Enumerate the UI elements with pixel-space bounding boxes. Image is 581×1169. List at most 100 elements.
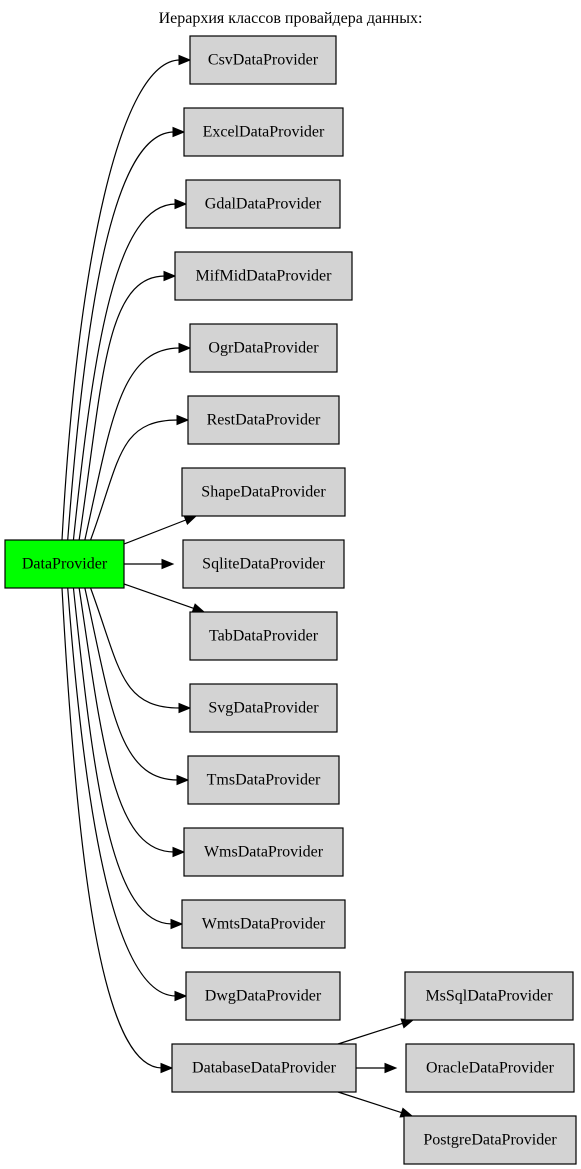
node-label: TmsDataProvider (207, 772, 321, 789)
edge-line (90, 419, 179, 541)
arrowhead (161, 558, 175, 570)
arrowhead (176, 414, 190, 426)
node-sqlite-data-provider: SqliteDataProvider (182, 539, 345, 589)
node-box (171, 1043, 357, 1093)
node-label: SvgDataProvider (208, 700, 319, 717)
node-box (403, 1115, 577, 1165)
node-label: WmsDataProvider (204, 844, 324, 861)
arrowhead (176, 774, 190, 786)
edge-data-provider-to-wms-data-provider (78, 587, 186, 858)
node-box (189, 323, 338, 373)
node-box (181, 467, 346, 517)
node-label: GdalDataProvider (205, 196, 322, 213)
arrowhead (172, 846, 186, 858)
edge-database-data-provider-to-ms-sql-data-provider (337, 1018, 415, 1045)
node-dwg-data-provider: DwgDataProvider (185, 971, 341, 1021)
edge-line (78, 587, 175, 853)
node-box (185, 971, 341, 1021)
edge-line (337, 1022, 404, 1045)
node-label: OgrDataProvider (208, 340, 319, 357)
node-label: SqliteDataProvider (202, 556, 325, 573)
edge-data-provider-to-tms-data-provider (84, 587, 190, 786)
node-box (183, 827, 344, 877)
node-label: DataProvider (22, 556, 108, 573)
edge-data-provider-to-excel-data-provider (67, 126, 186, 541)
arrowhead (163, 270, 177, 282)
node-oracle-data-provider: OracleDataProvider (405, 1043, 575, 1093)
edge-line (72, 587, 173, 925)
edge-line (67, 587, 177, 997)
arrowhead (191, 603, 206, 614)
node-label: DwgDataProvider (205, 988, 322, 1005)
arrowhead (172, 126, 186, 138)
edge-line (72, 203, 177, 541)
nodes-layer: DataProvider CsvDataProviderExcelDataProv… (4, 35, 577, 1165)
edge-data-provider-to-rest-data-provider (90, 414, 190, 541)
arrowhead (183, 515, 198, 526)
edge-data-provider-to-sqlite-data-provider (124, 558, 175, 570)
edge-data-provider-to-ogr-data-provider (84, 342, 192, 541)
edge-line (67, 131, 175, 541)
node-label: RestDataProvider (207, 412, 321, 429)
node-ogr-data-provider: OgrDataProvider (189, 323, 338, 373)
node-label: MsSqlDataProvider (425, 988, 553, 1005)
edge-database-data-provider-to-postgre-data-provider (337, 1091, 414, 1118)
edge-data-provider-to-wmts-data-provider (72, 587, 184, 930)
node-box (174, 251, 353, 301)
node-gdal-data-provider: GdalDataProvider (185, 179, 341, 229)
node-tms-data-provider: TmsDataProvider (187, 755, 340, 805)
edge-data-provider-to-dwg-data-provider (67, 587, 188, 1002)
arrowhead (174, 198, 188, 210)
node-box (183, 107, 344, 157)
diagram-title: Иерархия классов провайдера данных: (158, 10, 423, 27)
edge-data-provider-to-database-data-provider (61, 587, 174, 1074)
edge-line (61, 587, 163, 1069)
node-shape-data-provider: ShapeDataProvider (181, 467, 346, 517)
arrowhead (170, 918, 184, 930)
node-box (187, 395, 340, 445)
edge-data-provider-to-gdal-data-provider (72, 198, 188, 541)
node-mif-mid-data-provider: MifMidDataProvider (174, 251, 353, 301)
edge-data-provider-to-svg-data-provider (90, 587, 192, 714)
edge-line (123, 519, 187, 545)
edge-line (337, 1091, 403, 1114)
node-box (185, 179, 341, 229)
node-postgre-data-provider: PostgreDataProvider (403, 1115, 577, 1165)
node-wms-data-provider: WmsDataProvider (183, 827, 344, 877)
node-box (189, 35, 337, 85)
arrowhead (178, 342, 192, 354)
edge-data-provider-to-mif-mid-data-provider (78, 270, 177, 541)
edge-line (84, 347, 181, 541)
node-box (4, 539, 125, 589)
node-ms-sql-data-provider: MsSqlDataProvider (404, 971, 574, 1021)
node-csv-data-provider: CsvDataProvider (189, 35, 337, 85)
node-label: PostgreDataProvider (423, 1132, 557, 1149)
node-tab-data-provider: TabDataProvider (189, 611, 338, 661)
edge-data-provider-to-csv-data-provider (61, 54, 192, 541)
edge-line (90, 587, 181, 709)
node-label: DatabaseDataProvider (192, 1060, 337, 1077)
node-label: OracleDataProvider (426, 1060, 555, 1077)
node-label: WmtsDataProvider (202, 916, 326, 933)
node-svg-data-provider: SvgDataProvider (189, 683, 338, 733)
node-box (404, 971, 574, 1021)
node-label: ExcelDataProvider (203, 124, 325, 141)
node-box (405, 1043, 575, 1093)
node-data-provider: DataProvider (4, 539, 125, 589)
node-box (187, 755, 340, 805)
node-wmts-data-provider: WmtsDataProvider (181, 899, 346, 949)
node-excel-data-provider: ExcelDataProvider (183, 107, 344, 157)
edge-line (123, 583, 195, 610)
node-label: ShapeDataProvider (201, 484, 326, 501)
arrowhead (384, 1062, 398, 1074)
edge-database-data-provider-to-oracle-data-provider (356, 1062, 398, 1074)
arrowhead (178, 702, 192, 714)
node-rest-data-provider: RestDataProvider (187, 395, 340, 445)
node-box (182, 539, 345, 589)
arrowhead (160, 1062, 174, 1074)
node-box (189, 611, 338, 661)
node-label: TabDataProvider (209, 628, 319, 645)
edge-line (61, 59, 181, 541)
edge-line (78, 275, 166, 541)
